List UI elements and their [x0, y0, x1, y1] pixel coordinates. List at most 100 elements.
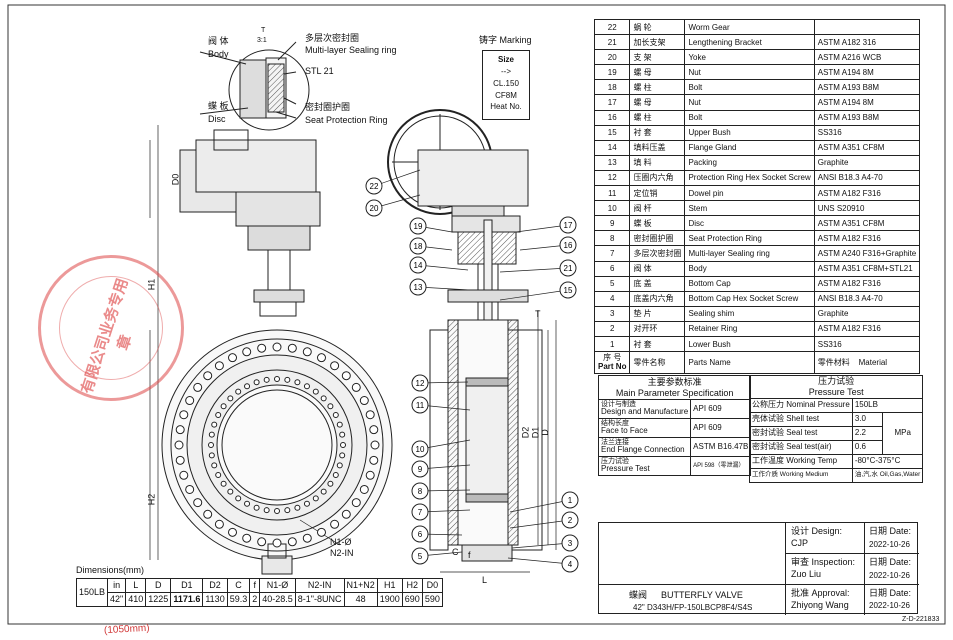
product-model: 42" D343H/FP-150LBCP8F4/S4S [633, 603, 753, 612]
screw-hole [294, 504, 301, 511]
parts-en-cell: Seat Protection Ring [684, 230, 815, 247]
dims-value-cell: 48 [343, 592, 378, 607]
side-section-view [387, 109, 557, 573]
spec-row-1-val: API 609 [690, 418, 752, 438]
callout-circle [559, 281, 577, 299]
detail-ratio-top: T [261, 27, 266, 34]
callout-number: 3 [568, 539, 573, 548]
design-date-label: 日期 Date: [869, 526, 912, 536]
callout-leader [499, 289, 569, 301]
callout-number: 20 [370, 204, 379, 213]
parts-mat-cell: ASTM A351 CF8M+STL21 [813, 260, 921, 277]
callout-leader [509, 519, 571, 529]
bolt-hole [179, 410, 189, 420]
bolt-hole [242, 347, 252, 357]
parts-en-cell: Bottom Cap [684, 275, 815, 292]
callout-leader [515, 224, 569, 233]
spec-row-2-val: ASTM B16.47B [690, 437, 752, 457]
callout-number: 19 [414, 222, 423, 231]
dims-value-cell: 59.3 [226, 592, 251, 607]
marking-line-0: Size [497, 55, 514, 64]
drawing-frame [7, 4, 946, 625]
callout-number: 13 [414, 283, 423, 292]
parts-header-mat-en: Material [858, 358, 888, 368]
parts-mat-cell: Graphite [813, 305, 921, 322]
screw-hole [320, 395, 327, 402]
screw-hole [284, 507, 291, 514]
bolt-hole [272, 538, 282, 548]
screw-hole [327, 480, 334, 487]
screw-hole [294, 379, 301, 386]
pressure-title-en: Pressure Test [808, 386, 864, 397]
parts-en-cell: Body [684, 260, 815, 277]
callout-circle [409, 237, 427, 255]
spec-row-1-cn: 结构长度 [601, 420, 629, 428]
nominal-val: 150LB [851, 397, 924, 413]
screw-hole [336, 462, 343, 469]
design-date: 2022-10-26 [869, 540, 910, 549]
dims-header-cell: C [226, 578, 251, 593]
parts-mat-cell: SS316 [813, 335, 921, 353]
screw-hole [327, 403, 334, 410]
bolt-hole [316, 353, 326, 363]
dims-header-cell: H1 [376, 578, 403, 593]
callout-number: 15 [564, 286, 573, 295]
bolt-hole [193, 382, 203, 392]
marking-line-3: CF8M [495, 91, 517, 100]
detail-disc-en: Disc [208, 114, 226, 124]
parts-no-cell: 16 [593, 109, 631, 126]
screw-hole [263, 376, 270, 383]
parts-cn-cell: 螺 柱 [629, 109, 686, 126]
parts-no-cell: 10 [593, 200, 631, 217]
screw-hole [253, 504, 260, 511]
screw-hole [332, 471, 339, 478]
bolt-hole [330, 519, 340, 529]
parts-cn-cell: 垫 片 [629, 305, 686, 322]
dims-value-cell: 1900 [376, 592, 403, 607]
spec-row-3-val: API 598（零泄漏） [690, 456, 752, 476]
screw-hole [227, 395, 234, 402]
parts-mat-cell: ASTM A351 CF8M [813, 139, 921, 156]
dims-header-cell: D0 [421, 578, 443, 593]
parts-mat-cell: Graphite [813, 154, 921, 171]
detail-sealing-en: Multi-layer Sealing ring [305, 45, 397, 55]
callout-number: 5 [418, 552, 423, 561]
parts-mat-cell: ANSI B18.3 A4-70 [813, 169, 921, 187]
bolt-hole [359, 484, 369, 494]
callout-number: 16 [564, 241, 573, 250]
dims-header-cell: N2-IN [294, 578, 345, 593]
callout-number: 2 [568, 516, 573, 525]
shell-label: 壳体试验 Shell test [749, 411, 853, 427]
callout-circle [365, 199, 383, 217]
parts-header-no-en: Part No [598, 361, 627, 371]
bolt-hole [228, 527, 238, 537]
parts-mat-cell [813, 18, 921, 36]
parts-en-cell: Stem [684, 200, 815, 217]
screw-hole [220, 403, 227, 410]
parts-cn-cell: 底 盖 [629, 275, 686, 292]
screw-hole [235, 388, 242, 395]
callout-circle [561, 491, 579, 509]
parts-no-cell: 22 [593, 18, 631, 36]
callout-circle [411, 525, 429, 543]
parts-header-row: 序 号 Part No 零件名称 Parts Name 零件材料 Materia… [593, 351, 921, 375]
callout-circle [561, 511, 579, 529]
side-l: L [482, 575, 488, 585]
callout-leader [509, 499, 571, 513]
bolt-hole [302, 533, 312, 543]
dimensions-title: Dimensions(mm) [76, 565, 145, 575]
callout-number: 7 [418, 508, 423, 517]
screw-hole [284, 376, 291, 383]
bolt-hole [179, 470, 189, 480]
parts-cn-cell: 加长支架 [629, 34, 686, 51]
parts-no-cell: 6 [593, 260, 631, 277]
screw-hole [320, 488, 327, 495]
spec-row-3-cn: 压力试验 [601, 458, 629, 466]
callout-number: 22 [370, 182, 379, 191]
